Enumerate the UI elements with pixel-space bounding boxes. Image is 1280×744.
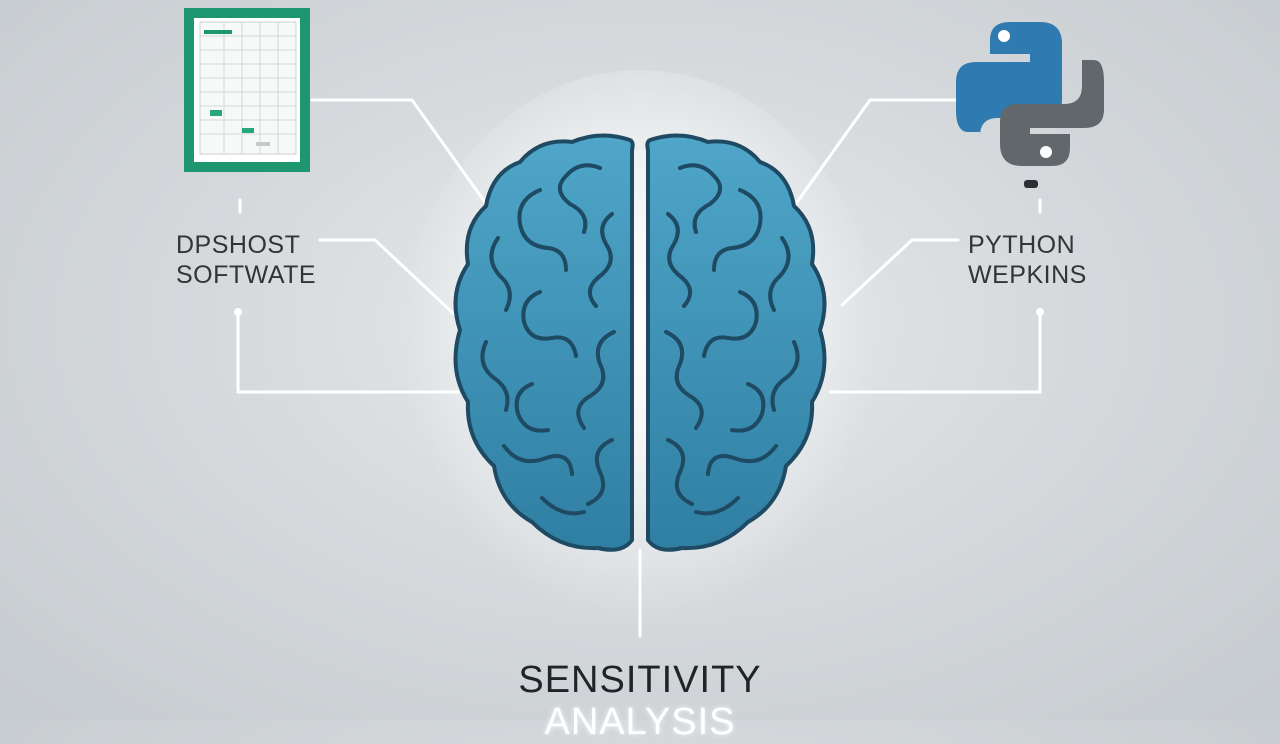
- connector-left-top: [310, 98, 494, 214]
- right-label-line2: WEPKINS: [968, 261, 1087, 289]
- diagram-title: SENSITIVITY: [518, 659, 762, 701]
- diagram-subtitle: ANALYSIS: [544, 701, 736, 743]
- left-label-line1: DPSHOST: [176, 231, 301, 259]
- connector-right-top: [788, 98, 960, 214]
- connector-dot-left: [234, 308, 242, 316]
- connector-right-bottom: [828, 310, 1042, 394]
- right-python-label: PYTHON WEPKINS: [968, 230, 1087, 290]
- left-label-line2: SOFTWATE: [176, 261, 317, 289]
- left-software-label: DPSHOST SOFTWATE: [176, 230, 316, 290]
- connector-left-middle: [318, 238, 457, 317]
- connector-dot-right: [1036, 308, 1044, 316]
- connector-lines: [236, 98, 1042, 638]
- connector-left-bottom: [236, 310, 460, 394]
- diagram-artwork: [184, 8, 1104, 638]
- diagram-canvas: DPSHOST SOFTWATE PYTHON WEPKINS SENSITIV…: [176, 8, 1104, 743]
- right-label-line1: PYTHON: [968, 231, 1076, 259]
- spreadsheet-icon: [184, 8, 310, 172]
- connector-right-middle: [840, 238, 960, 307]
- brain-icon: [453, 133, 827, 552]
- python-logo-icon: [956, 22, 1104, 188]
